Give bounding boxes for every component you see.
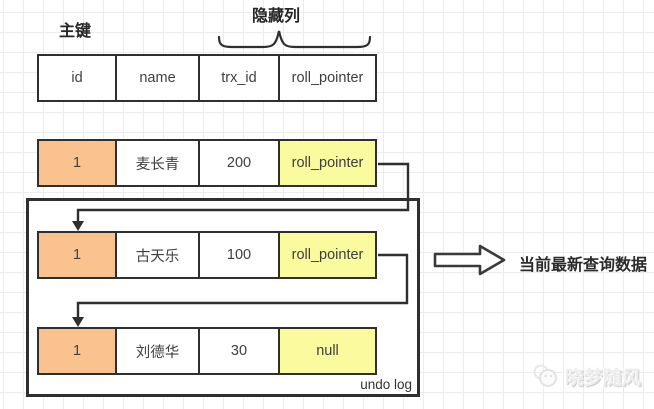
undo1-trx-id-cell: 100 [198,231,280,279]
current-query-arrow-icon [433,244,506,276]
schema-cell-name: name [115,54,200,102]
undo2-id-cell: 1 [37,327,117,375]
undo1-id-cell: 1 [37,231,117,279]
undo2-name-cell: 刘德华 [115,327,200,375]
undo1-roll-pointer-cell: roll_pointer [278,231,377,279]
undo-row-1: 1 古天乐 100 roll_pointer [37,231,377,279]
current-id-cell: 1 [37,139,117,187]
watermark: 晓梦随风 [530,362,641,390]
primary-key-label: 主键 [59,23,92,40]
current-roll-pointer-cell: roll_pointer [278,139,377,187]
hidden-columns-brace [217,30,372,49]
hidden-columns-label: 隐藏列 [252,8,301,25]
current-query-label: 当前最新查询数据 [519,257,648,274]
watermark-brand-text: 晓梦随风 [565,367,642,389]
undo1-name-cell: 古天乐 [115,231,200,279]
schema-cell-trx-id: trx_id [198,54,280,102]
current-trx-id-cell: 200 [198,139,280,187]
undo-log-label: undo log [360,377,412,392]
watermark-logo-icon [533,364,557,387]
undo2-trx-id-cell: 30 [198,327,280,375]
schema-cell-roll-pointer: roll_pointer [278,54,377,102]
current-record-row: 1 麦长青 200 roll_pointer [37,139,377,187]
schema-cell-id: id [37,54,117,102]
schema-header-row: id name trx_id roll_pointer [37,54,377,102]
undo2-null-cell: null [278,327,377,375]
current-name-cell: 麦长青 [115,139,200,187]
undo-row-2: 1 刘德华 30 null [37,327,377,375]
